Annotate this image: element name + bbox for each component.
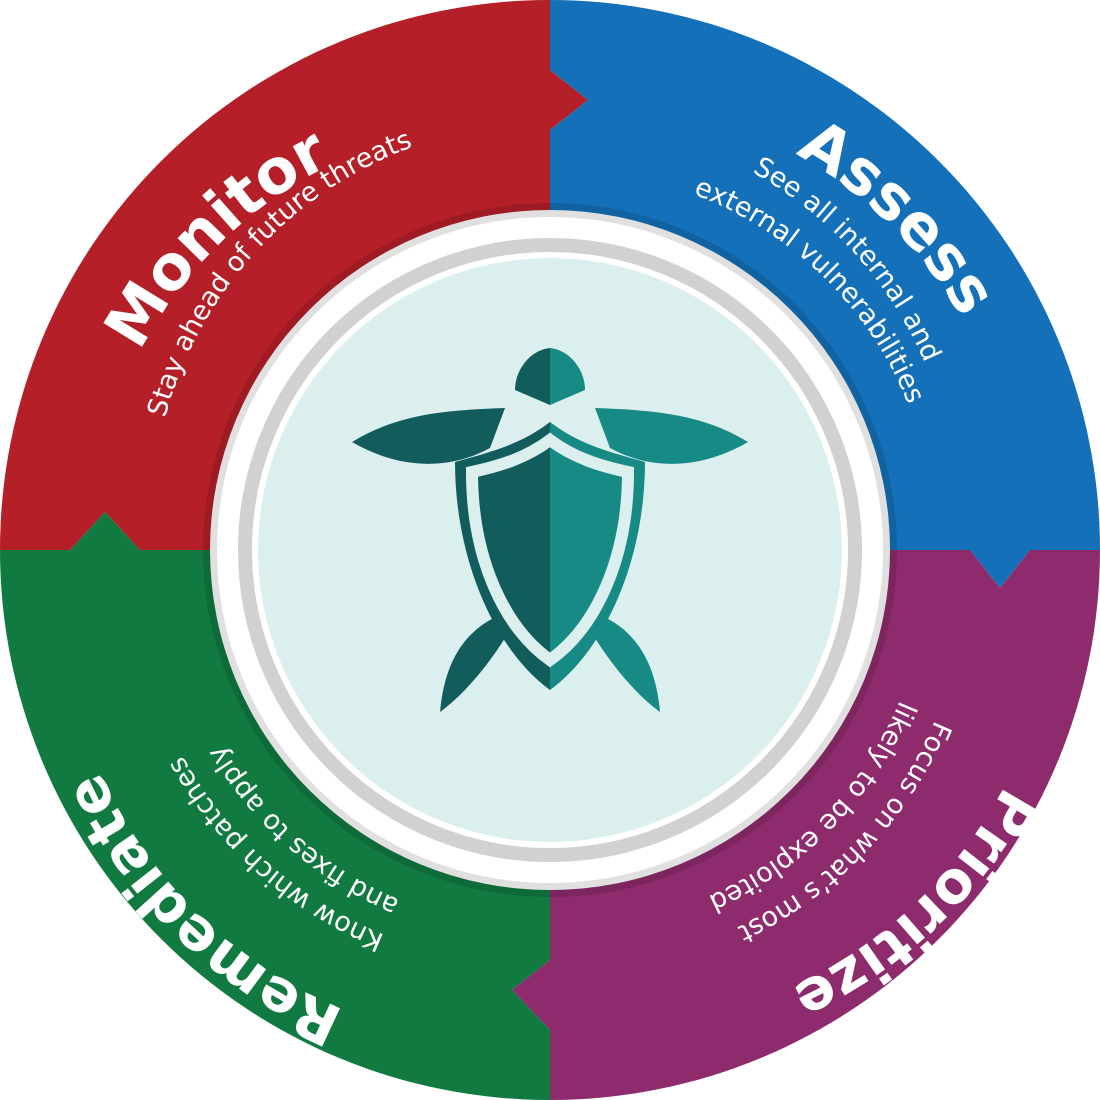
segment-assess[interactable] [550,0,1100,588]
segment-monitor[interactable] [0,0,588,550]
segment-prioritize[interactable] [512,550,1100,1100]
inner-ring-shadow-2 [238,238,862,862]
segment-remediate[interactable] [0,512,550,1100]
turtle-shield-icon [352,348,748,712]
inner-ring-shadow [203,203,897,897]
